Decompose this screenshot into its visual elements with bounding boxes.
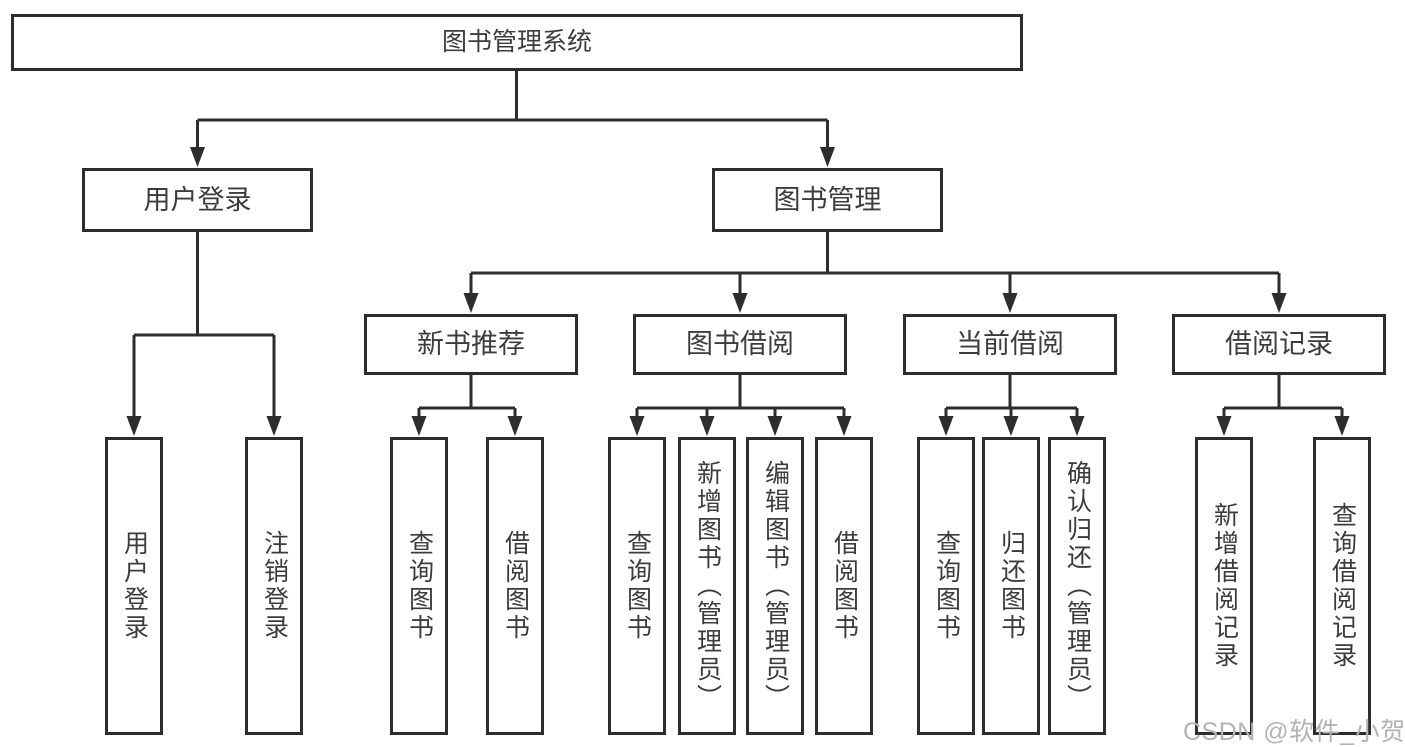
leaf-borrow-books-1: 借阅图书 [486,437,544,735]
node-new-book-recommend: 新书推荐 [364,314,578,375]
node-system-title: 图书管理系统 [11,14,1023,71]
node-user-login: 用户登录 [82,168,313,232]
node-borrowing-records: 借阅记录 [1172,314,1386,375]
node-book-borrowing: 图书借阅 [633,314,847,375]
arrowheads [126,147,1350,436]
leaf-return-book: 归还图书 [982,437,1040,735]
leaf-query-books-2: 查询图书 [608,437,666,735]
leaf-confirm-return-admin: 确认归还（管理员） [1048,437,1106,735]
leaf-query-borrow-record: 查询借阅记录 [1313,437,1371,735]
leaf-edit-book-admin: 编辑图书（管理员） [746,437,804,735]
leaf-borrow-books-2: 借阅图书 [815,437,873,735]
node-book-management: 图书管理 [712,168,943,232]
leaf-query-books-3: 查询图书 [917,437,975,735]
edge-paths [132,71,1344,417]
leaf-user-login: 用户登录 [105,437,163,735]
csdn-watermark: CSDN @软件_小贺同学 [1183,718,1405,746]
node-current-borrowing: 当前借阅 [903,314,1117,375]
leaf-add-book-admin: 新增图书（管理员） [678,437,736,735]
leaf-query-books-1: 查询图书 [390,437,448,735]
leaf-add-borrow-record: 新增借阅记录 [1195,437,1253,735]
leaf-logout: 注销登录 [245,437,303,735]
